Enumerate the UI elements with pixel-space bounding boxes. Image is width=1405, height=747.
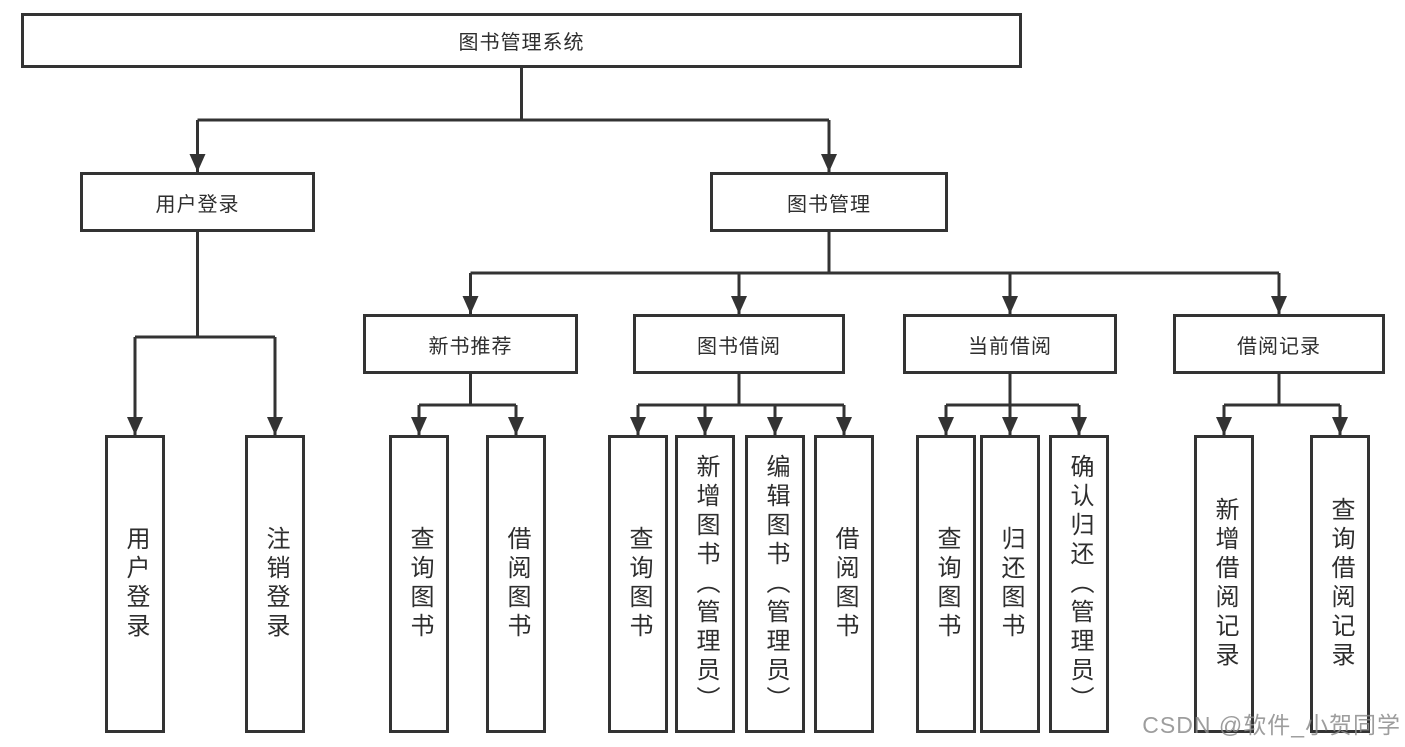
node-book-borrow: 图书借阅 <box>633 314 845 374</box>
csdn-watermark: CSDN @软件_小贺同学 <box>1142 712 1401 738</box>
leaf-query-books-current: 查询图书 <box>916 435 976 733</box>
leaf-user-login: 用户登录 <box>105 435 165 733</box>
leaf-borrow-books-recommend: 借阅图书 <box>486 435 546 733</box>
wire-user-login <box>135 232 275 339</box>
leaf-add-books-admin: 新增图书（管理员） <box>675 435 735 733</box>
node-borrow-records: 借阅记录 <box>1173 314 1385 374</box>
leaf-confirm-return-admin: 确认归还（管理员） <box>1049 435 1109 733</box>
leaf-return-books: 归还图书 <box>980 435 1040 733</box>
leaf-logout: 注销登录 <box>245 435 305 733</box>
node-new-book-recommend: 新书推荐 <box>363 314 578 374</box>
leaf-edit-books-admin: 编辑图书（管理员） <box>745 435 805 733</box>
node-current-borrow: 当前借阅 <box>903 314 1117 374</box>
node-user-login: 用户登录 <box>80 172 315 232</box>
wire-borrow-records <box>1224 374 1340 407</box>
wire-new-book <box>419 374 516 407</box>
node-book-mgmt: 图书管理 <box>710 172 948 232</box>
node-root-library-system: 图书管理系统 <box>21 13 1022 68</box>
leaf-borrow-books: 借阅图书 <box>814 435 874 733</box>
leaf-query-borrow-record: 查询借阅记录 <box>1310 435 1370 733</box>
leaf-query-books-borrow: 查询图书 <box>608 435 668 733</box>
wire-root <box>197 68 829 122</box>
wire-book-borrow <box>638 374 844 407</box>
leaf-query-books-recommend: 查询图书 <box>389 435 449 733</box>
wire-book-mgmt <box>470 232 1279 275</box>
wire-current-borrow <box>946 374 1079 407</box>
leaf-add-borrow-record: 新增借阅记录 <box>1194 435 1254 733</box>
